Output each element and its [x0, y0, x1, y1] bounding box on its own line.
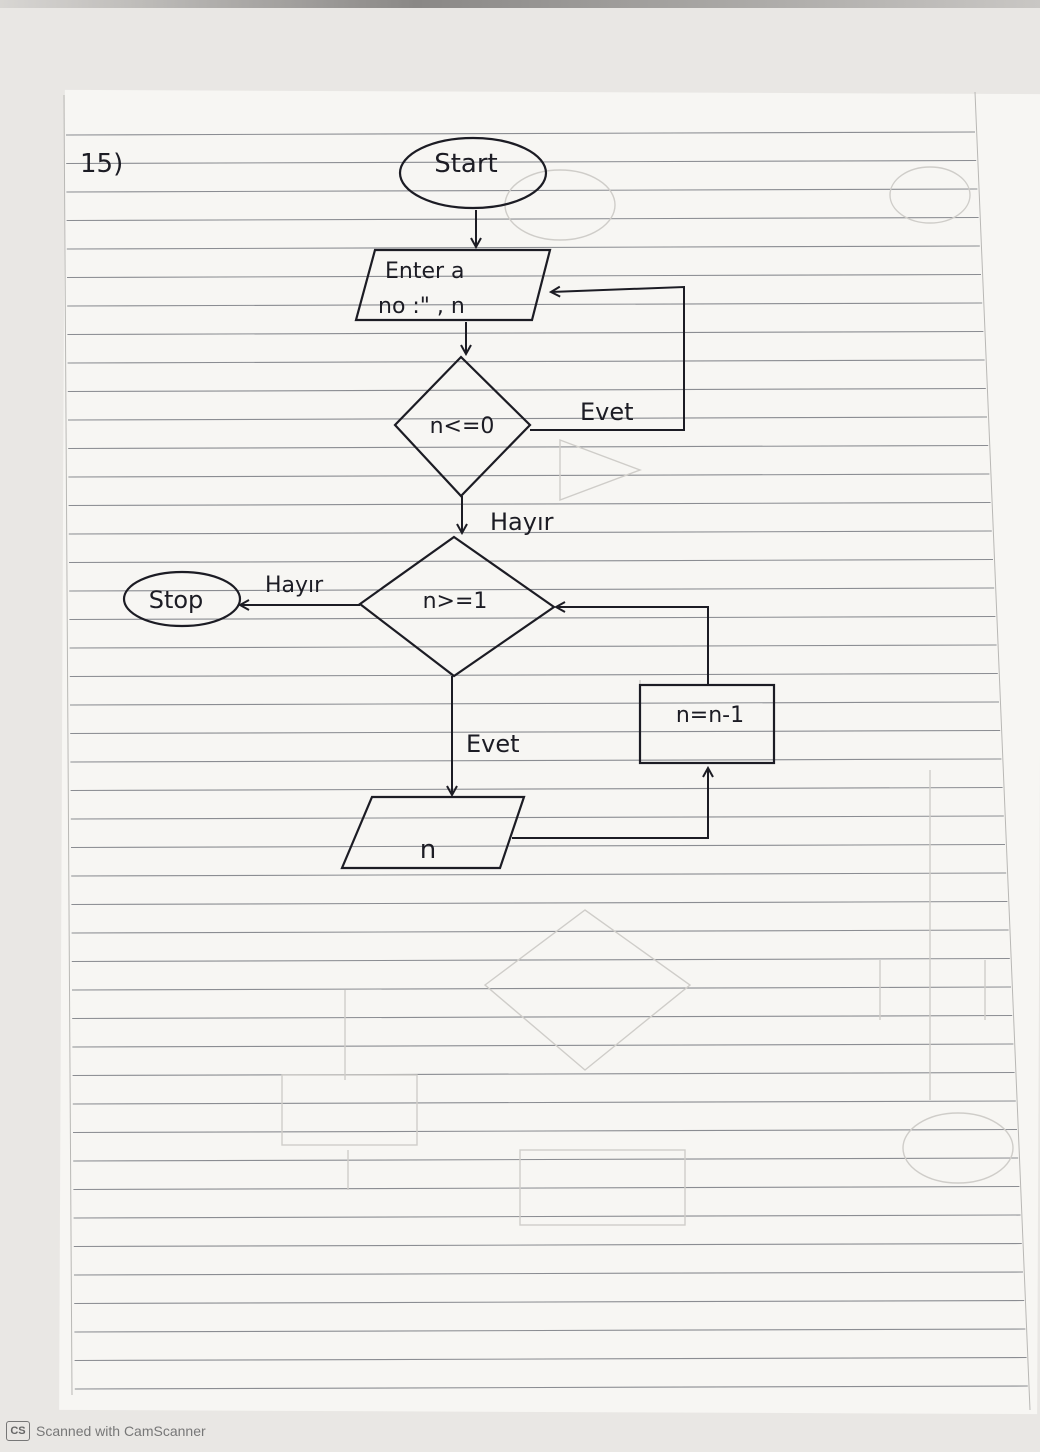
input-label-line1: Enter a	[385, 259, 465, 284]
page-left-edge	[63, 94, 73, 1396]
ruled-line	[66, 245, 980, 250]
ruled-line	[66, 216, 979, 222]
ruled-line	[72, 1100, 1016, 1105]
ruled-line	[74, 1299, 1025, 1305]
ruled-line	[73, 1242, 1022, 1248]
input-label-line2: no :" , n	[378, 294, 465, 319]
decision1-label: n<=0	[430, 414, 495, 439]
page-right-edge	[974, 91, 1031, 1411]
ruled-line	[72, 1071, 1015, 1077]
ruled-line	[69, 672, 998, 678]
ruled-line	[67, 302, 983, 307]
arrow-decision1-yes-loop	[530, 287, 685, 431]
ruled-line	[66, 188, 978, 193]
decision1-no-label: Hayır	[490, 508, 554, 536]
decision-n-ge-one	[358, 535, 556, 678]
ruled-line	[72, 1128, 1018, 1134]
ruled-line	[67, 330, 984, 336]
ruled-line	[70, 843, 1006, 849]
ruled-line	[73, 1157, 1019, 1162]
ruled-line	[71, 872, 1007, 877]
ruled-line	[68, 473, 990, 478]
ruled-line	[74, 1328, 1026, 1333]
scanner-text: Scanned with CamScanner	[36, 1423, 206, 1439]
problem-number: 15)	[80, 149, 123, 179]
output-label: n	[420, 835, 436, 865]
decision2-label: n>=1	[423, 589, 488, 614]
ruled-line	[70, 758, 1002, 763]
arrow-process-to-decision2	[556, 607, 709, 685]
ruled-line	[66, 159, 977, 165]
arrow-output-to-process	[512, 768, 708, 839]
camscanner-logo: CS	[6, 1421, 30, 1441]
ruled-line	[68, 444, 989, 450]
decision2-yes-label: Evet	[466, 730, 520, 758]
bleed-through-marks	[281, 166, 1014, 1226]
ruled-line	[67, 416, 988, 421]
ruled-line	[69, 615, 996, 621]
ruled-line	[70, 786, 1003, 792]
ruled-line	[66, 273, 982, 279]
ruled-line	[69, 701, 1000, 706]
start-label: Start	[434, 149, 498, 179]
ruled-line	[68, 501, 991, 507]
ruled-line	[65, 131, 976, 136]
process-label: n=n-1	[676, 703, 744, 728]
ruled-line	[70, 815, 1004, 820]
ruled-line	[73, 1271, 1024, 1276]
ruled-line	[74, 1356, 1027, 1362]
ruled-line	[68, 530, 992, 535]
ruled-line	[72, 1014, 1013, 1020]
stop-terminal	[122, 570, 242, 628]
ruled-line	[71, 900, 1008, 906]
start-terminal	[398, 136, 548, 210]
ruled-line	[69, 644, 997, 649]
decision2-no-label: Hayır	[265, 573, 324, 598]
ruled-line	[72, 1043, 1014, 1048]
ruled-line	[73, 1185, 1020, 1191]
ruled-line	[71, 957, 1010, 963]
ruled-line	[68, 558, 994, 564]
ruled-line	[74, 1385, 1028, 1390]
ruled-line	[71, 929, 1009, 934]
ruled-line	[70, 729, 1001, 735]
ruled-line	[67, 359, 985, 364]
top-edge-strip	[0, 0, 1040, 8]
decision1-yes-label: Evet	[580, 398, 634, 426]
output-parallelogram	[340, 795, 526, 870]
input-parallelogram	[354, 248, 552, 322]
ruled-lines	[65, 131, 1028, 1390]
ruled-line	[73, 1214, 1021, 1219]
ruled-line	[69, 587, 995, 592]
stop-label: Stop	[149, 586, 204, 614]
ruled-line	[67, 387, 986, 393]
ruled-line	[71, 986, 1012, 991]
scanner-watermark: CS Scanned with CamScanner	[6, 1420, 206, 1442]
